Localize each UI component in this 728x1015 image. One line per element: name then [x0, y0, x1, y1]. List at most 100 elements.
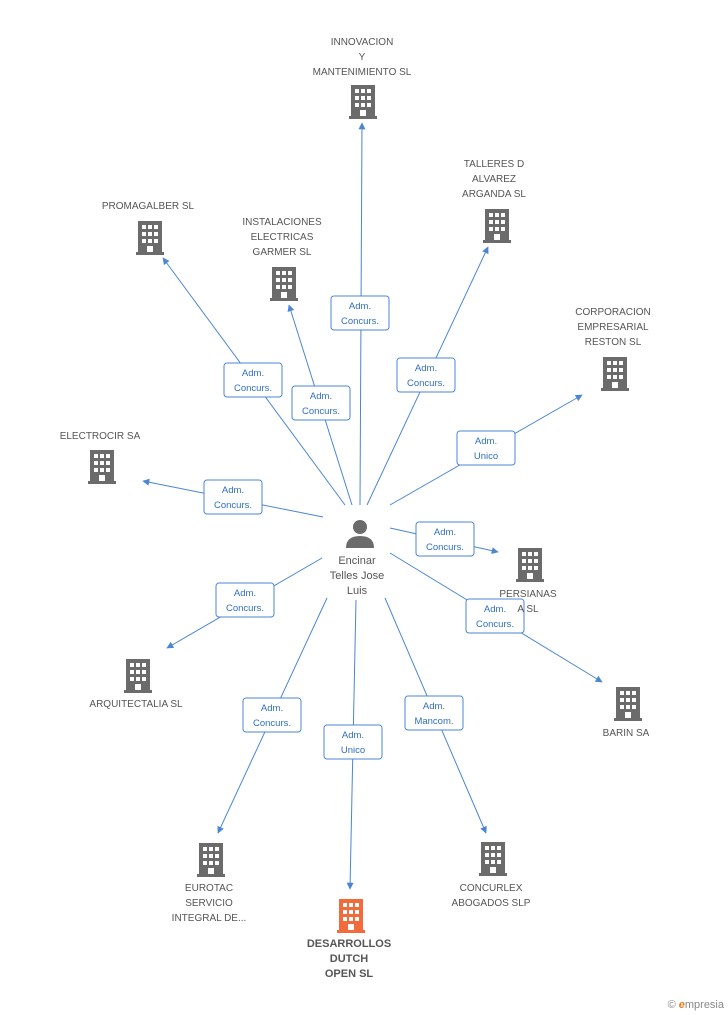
edge-role-text: Concurs. [407, 378, 445, 389]
edge-label-box [456, 430, 516, 466]
company-node-electrocir[interactable]: ELECTROCIR SA [60, 431, 141, 484]
company-name-line: EUROTAC [185, 883, 233, 894]
company-name-line: CORPORACION [575, 307, 651, 318]
edge-role-text: Concurs. [226, 603, 264, 614]
company-node-arquitectalia[interactable]: ARQUITECTALIA SL [89, 659, 183, 710]
company-name-line: GARMER SL [253, 247, 312, 258]
company-name-line: CONCURLEX [460, 883, 523, 894]
brand-logo-text: mpresia [684, 999, 724, 1011]
edge-label-instalaciones[interactable]: Adm. Concurs. [291, 385, 351, 421]
building-icon [136, 221, 164, 255]
company-name-line: BARIN SA [603, 728, 650, 739]
building-icon [483, 209, 511, 243]
building-icon [124, 659, 152, 693]
edge-label-box [415, 521, 475, 557]
company-name-line: ELECTROCIR SA [60, 431, 141, 442]
edge-label-concurlex[interactable]: Adm.Mancom. [404, 695, 464, 731]
company-name-line: MANTENIMIENTO SL [313, 67, 412, 78]
company-node-barin[interactable]: BARIN SA [603, 687, 650, 739]
edge-label-box [215, 582, 275, 618]
watermark: © empresia [668, 999, 724, 1011]
edge-label-box [465, 598, 525, 634]
edge-label-innovacion[interactable]: Adm. Concurs. [330, 295, 390, 331]
edge-label-box [291, 385, 351, 421]
edge-role-text: Concurs. [253, 718, 291, 729]
edge-label-talleres[interactable]: Adm.Concurs. [396, 357, 456, 393]
company-name-line: ALVAREZ [472, 174, 516, 185]
edge-label-barin[interactable]: Adm. Concurs. [465, 598, 525, 634]
edge-label-electrocir[interactable]: Adm. Concurs. [203, 479, 263, 515]
company-name-line: A SL [517, 604, 539, 615]
edge-label-promagalber[interactable]: Adm.Concurs. [223, 362, 283, 398]
center-person[interactable]: Encinar Telles Jose Luis [330, 520, 384, 597]
company-name-line: OPEN SL [325, 968, 374, 980]
company-node-promagalber[interactable]: PROMAGALBER SL [102, 201, 195, 255]
center-name-line-2: Telles Jose [330, 570, 384, 582]
edge-role-text: Unico [341, 745, 365, 756]
edges-layer: Adm. Concurs. Adm. Concurs. Adm. Concurs. Adm.… [142, 122, 603, 890]
edge-role-text: Concurs. [302, 406, 340, 417]
brand-logo-initial: e [678, 999, 685, 1011]
edge-role-text: Adm. [475, 436, 497, 447]
center-name-line-1: Encinar [338, 555, 376, 567]
company-name-line: PERSIANAS [499, 589, 557, 600]
company-node-instalaciones[interactable]: INSTALACIONES ELECTRICAS GARMER SL [242, 217, 322, 301]
company-node-corporacion[interactable]: CORPORACION EMPRESARIAL RESTON SL [575, 307, 651, 391]
building-icon [270, 267, 298, 301]
company-name-line: DUTCH [330, 953, 369, 965]
edge-role-text: Adm. [234, 588, 256, 599]
company-name-line: RESTON SL [585, 337, 642, 348]
company-node-eurotac[interactable]: EUROTAC SERVICIO INTEGRAL DE... [172, 843, 247, 924]
building-icon [349, 85, 377, 119]
edge-label-box [396, 357, 456, 393]
company-name-line: ELECTRICAS [251, 232, 314, 243]
edge-role-text: Adm. [484, 604, 506, 615]
company-name-line: ARQUITECTALIA SL [89, 699, 183, 710]
person-icon [346, 520, 374, 548]
edge-label-arquitectalia[interactable]: Adm. Concurs. [215, 582, 275, 618]
edge-role-text: Adm. [261, 703, 283, 714]
edge-role-text: Adm. [242, 368, 264, 379]
edge-role-text: Concurs. [214, 500, 252, 511]
company-name-line: EMPRESARIAL [577, 322, 649, 333]
edge-label-persianas[interactable]: Adm. Concurs. [415, 521, 475, 557]
edge-role-text: Adm. [222, 485, 244, 496]
building-icon [197, 843, 225, 877]
edge-role-text: Concurs. [476, 619, 514, 630]
edge-label-box [223, 362, 283, 398]
building-icon [337, 899, 365, 933]
company-node-desarrollos[interactable]: DESARROLLOS DUTCH OPEN SL [307, 899, 391, 980]
edge-label-box [330, 295, 390, 331]
center-name-line-3: Luis [347, 585, 368, 597]
building-icon [601, 357, 629, 391]
edge-role-text: Adm. [423, 701, 445, 712]
building-icon [614, 687, 642, 721]
building-icon [516, 548, 544, 582]
edge-label-eurotac[interactable]: Adm. Concurs. [242, 697, 302, 733]
company-name-line: INNOVACION [331, 37, 394, 48]
edge-role-text: Adm. [434, 527, 456, 538]
edge-role-text: Adm. [349, 301, 371, 312]
company-name-line: INTEGRAL DE... [172, 913, 247, 924]
edge-label-corporacion[interactable]: Adm.Unico [456, 430, 516, 466]
edge-label-box [203, 479, 263, 515]
company-name-line: TALLERES D [464, 159, 524, 170]
company-name-line: SERVICIO [185, 898, 233, 909]
edge-label-box [242, 697, 302, 733]
building-icon [88, 450, 116, 484]
edge-role-text: Concurs. [426, 542, 464, 553]
building-icon [479, 842, 507, 876]
edge-label-box [404, 695, 464, 731]
edge-label-desarrollos[interactable]: Adm.Unico [323, 724, 383, 760]
company-name-line: DESARROLLOS [307, 938, 391, 950]
edge-role-text: Adm. [310, 391, 332, 402]
edge-role-text: Concurs. [341, 316, 379, 327]
company-name-line: INSTALACIONES [242, 217, 322, 228]
company-node-persianas[interactable]: PERSIANAS A SL [499, 548, 557, 615]
copyright-symbol: © [667, 999, 676, 1011]
